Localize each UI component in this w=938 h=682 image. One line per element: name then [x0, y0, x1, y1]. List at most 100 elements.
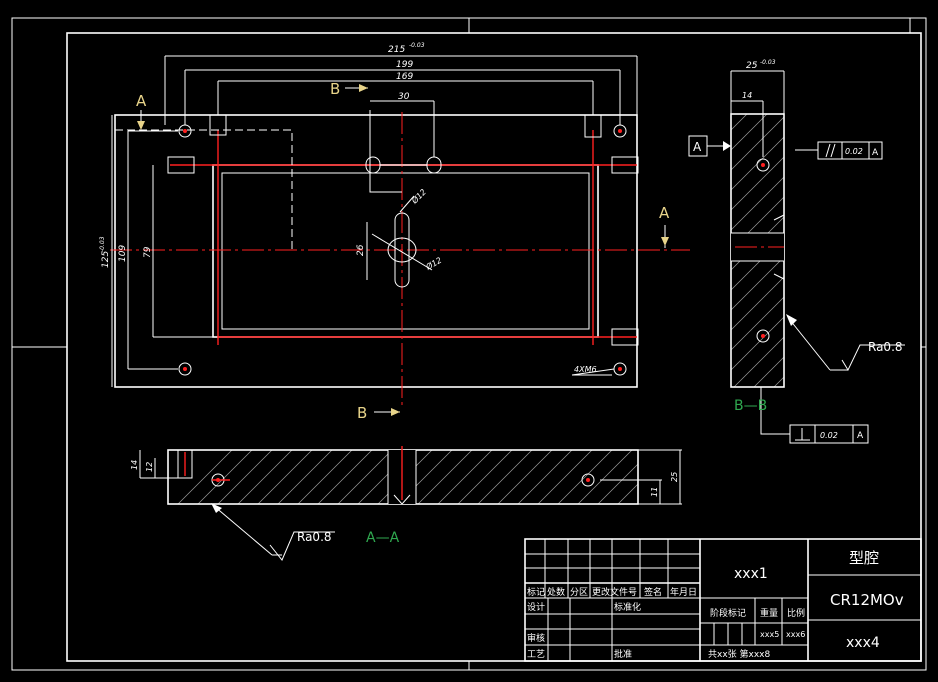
dim-text-front-25: 25: [670, 472, 679, 482]
label-weight: 重量: [760, 607, 778, 619]
header-count: 处数: [547, 586, 565, 598]
runner-hub: [387, 237, 417, 263]
thread-note: 4XM6: [574, 365, 597, 374]
thread-leader: [571, 368, 615, 376]
front-view: 14 12 11 25 Ra0.8 A—A: [130, 446, 682, 561]
groove-chamfer: [773, 273, 785, 280]
dia-leader: [371, 233, 433, 271]
header-sign: 签名: [644, 586, 662, 598]
side-hole: [756, 158, 770, 172]
cavity-outline: [212, 164, 599, 338]
runner-slot: [394, 212, 410, 288]
part-name: 型腔: [849, 549, 879, 567]
dim-text-125: 125: [101, 251, 111, 268]
front-channel-port: [177, 449, 193, 479]
hole-center: [183, 129, 187, 133]
arrow-head: [137, 121, 145, 130]
label-standardize: 标准化: [614, 601, 641, 613]
front-hatch: [177, 450, 638, 504]
dim-text-front-14: 14: [130, 460, 139, 470]
header-mark: 标记: [527, 586, 545, 598]
hole: [178, 362, 192, 376]
material: CR12MOv: [830, 591, 904, 609]
label-design: 设计: [527, 601, 545, 613]
label-approve: 批准: [614, 648, 632, 660]
perp-value: 0.02: [820, 431, 838, 440]
dim-text-169: 169: [396, 72, 413, 82]
top-view: 215 -0.03 199 169 30 125 -0.03 109 79 26…: [99, 42, 690, 422]
parallel-frame-datum: [868, 141, 883, 160]
roughness-text-front: Ra0.8: [297, 530, 332, 544]
dim-text-109: 109: [118, 245, 128, 262]
roughness-text-side: Ra0.8: [868, 340, 903, 354]
plate-outline: [114, 114, 638, 388]
dim-text-26: 26: [356, 244, 366, 256]
title-block: 标记 处数 分区 更改文件号 签名 年月日 设计 标准化 审核 工艺 批准 阶段…: [524, 538, 922, 662]
arrow-head: [391, 408, 400, 416]
label-process: 工艺: [527, 649, 545, 660]
gate-tip: [393, 494, 411, 505]
hole-center: [618, 367, 622, 371]
groove-chamfer: [773, 214, 785, 221]
parallel-value: 0.02: [845, 147, 863, 156]
section-a-label-top: A: [136, 92, 147, 110]
datum-letter: A: [693, 140, 702, 154]
dim-text-199: 199: [396, 60, 413, 70]
section-b-label-bottom: B: [357, 404, 367, 422]
arrow-head: [359, 84, 368, 92]
mounting-holes: [178, 124, 627, 376]
header-zone: 分区: [570, 587, 588, 598]
dim-tol-side-25: -0.03: [760, 59, 776, 66]
side-hole: [756, 329, 770, 343]
arrow-head: [786, 314, 797, 326]
section-aa-title: A—A: [366, 530, 400, 546]
header-date: 年月日: [670, 586, 697, 598]
scale-value: xxx6: [786, 630, 805, 639]
dim-text-79: 79: [143, 246, 153, 258]
perp-datum: A: [857, 431, 864, 441]
dia-leader-top: [399, 195, 415, 213]
dim-text-side-25: 25: [746, 61, 758, 71]
roughness-leader-side: [789, 319, 831, 371]
section-a-path: [115, 129, 293, 250]
header-change-doc: 更改文件号: [592, 586, 637, 598]
port-right-bottom: [611, 328, 639, 346]
dim-text-215: 215: [388, 45, 405, 55]
section-b-label-top: B: [330, 80, 340, 98]
cavity-inner: [221, 172, 590, 330]
label-scale: 比例: [787, 607, 805, 619]
section-bb-title: B—B: [734, 398, 767, 414]
parallel-icon: [825, 143, 831, 158]
side-hole-center: [761, 334, 765, 338]
drawing-number: xxx1: [734, 566, 768, 582]
sheet-info: 共xx张 第xxx8: [708, 648, 770, 660]
roughness-leader-front: [213, 505, 273, 556]
datum-triangle: [723, 141, 731, 151]
hole-center: [618, 129, 622, 133]
dia-text-top: Ø12: [409, 187, 428, 206]
section-b-path: [369, 110, 402, 193]
roughness-symbol-front: [269, 531, 335, 561]
port-right: [611, 156, 639, 174]
label-review: 审核: [527, 632, 545, 644]
arrow-head: [211, 503, 222, 513]
dim-tol-215: -0.03: [409, 42, 425, 49]
dia-text-bottom: Ø12: [423, 255, 443, 272]
dim-text-front-11: 11: [650, 487, 659, 497]
parallel-datum: A: [872, 148, 879, 158]
front-hole: [581, 473, 595, 487]
perp-leader: [760, 387, 790, 435]
hole-center: [183, 367, 187, 371]
weight-value: xxx5: [760, 630, 779, 639]
port-left: [167, 156, 195, 174]
dim-text-front-12: 12: [145, 462, 154, 472]
company: xxx4: [846, 635, 880, 651]
title-block-frame: [524, 538, 922, 662]
dim-text-30: 30: [398, 92, 410, 102]
arrow-head: [661, 237, 669, 246]
dim-tol-125: -0.03: [99, 236, 106, 252]
inner-border: [66, 32, 922, 662]
label-stage-mark: 阶段标记: [710, 607, 746, 619]
dim-text-side-14: 14: [742, 91, 752, 100]
